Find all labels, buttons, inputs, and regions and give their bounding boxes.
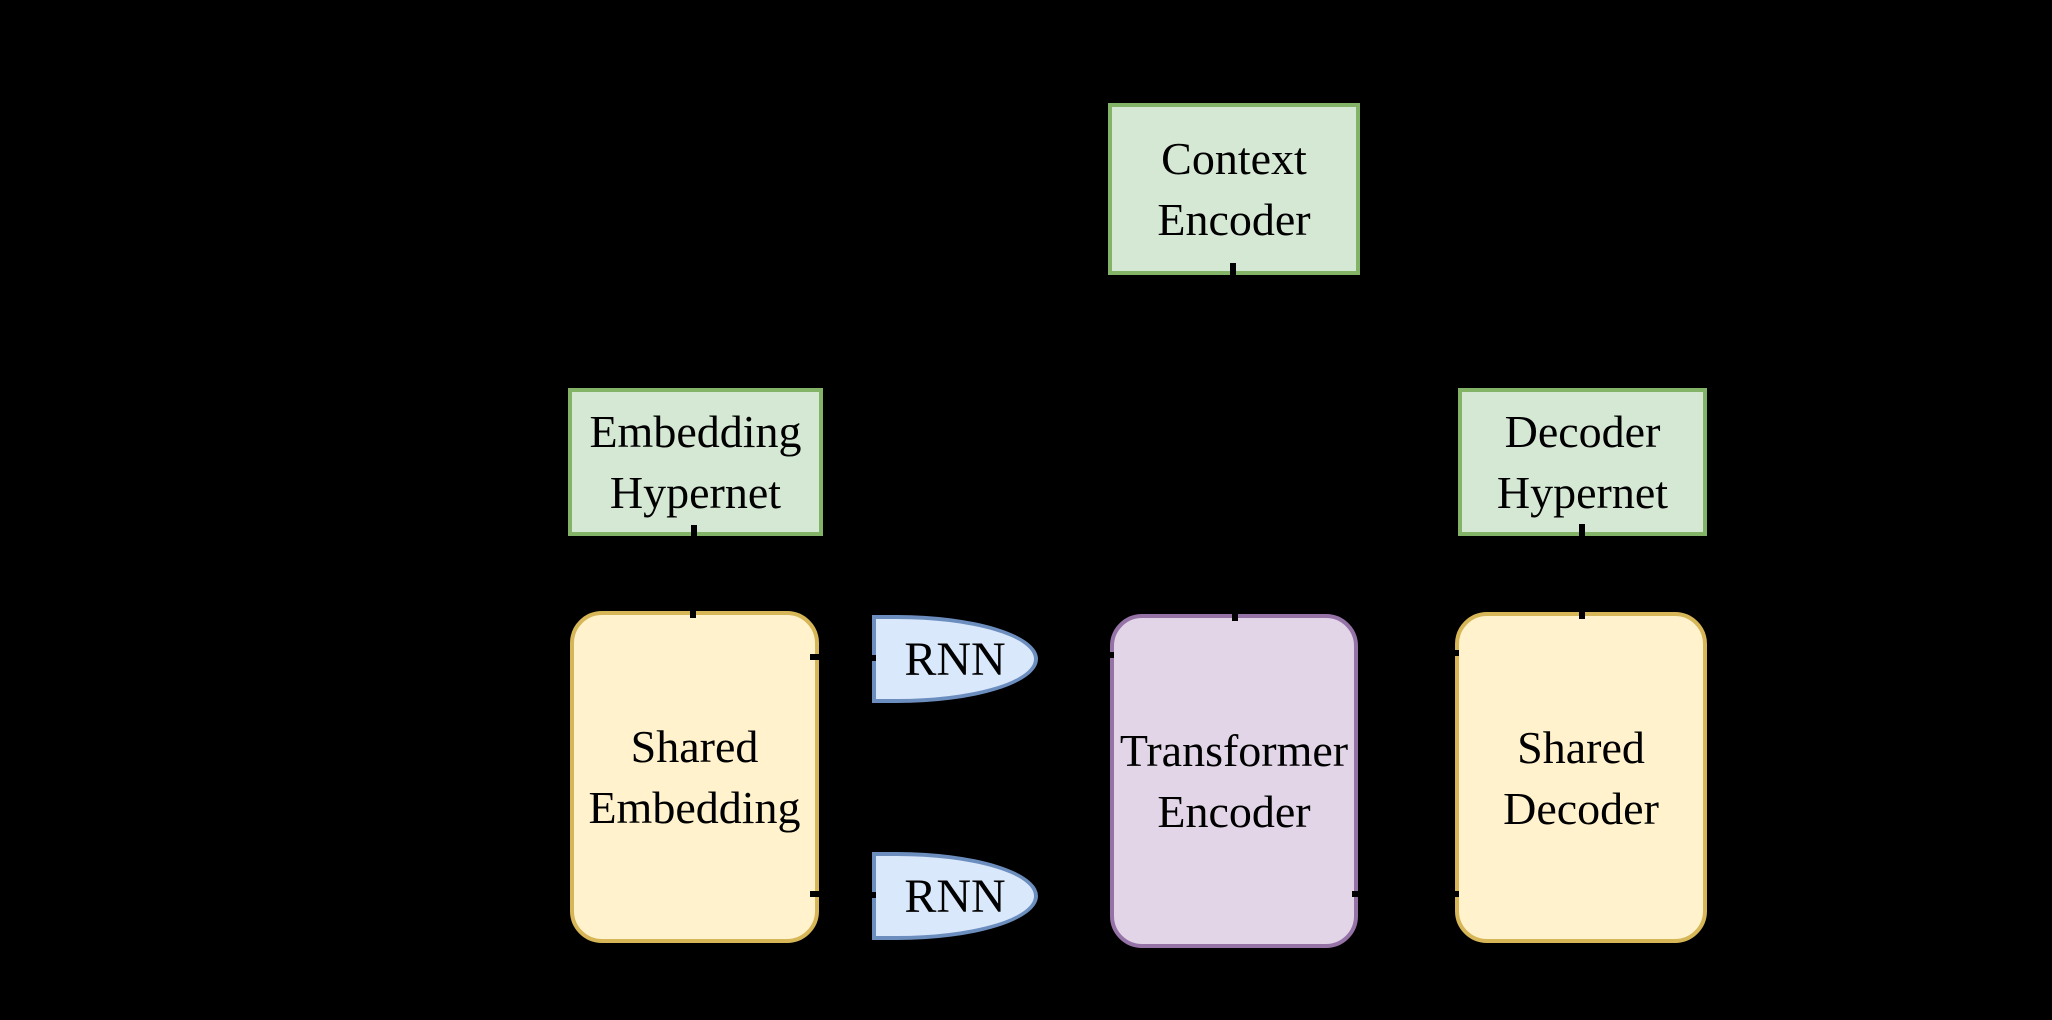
node-label-line: Embedding — [589, 406, 802, 457]
node-context-encoder: Context Encoder — [1108, 103, 1360, 275]
node-rnn-bottom: RNN — [872, 852, 1038, 940]
node-label-line: Decoder — [1504, 406, 1661, 457]
node-transformer-encoder: Transformer Encoder — [1110, 614, 1358, 948]
connector-stub — [810, 654, 822, 660]
connector-stub — [866, 655, 876, 661]
node-shared-decoder: Shared Decoder — [1455, 612, 1707, 943]
connector-stub — [1230, 263, 1236, 277]
connector-stub — [1449, 650, 1459, 656]
node-label-line: Embedding — [588, 782, 801, 833]
node-label-line: RNN — [904, 632, 1006, 686]
node-label-line: Decoder — [1503, 782, 1659, 834]
connector-stub — [866, 892, 876, 898]
connector-stub — [1579, 524, 1585, 538]
connector-stub — [1579, 609, 1585, 619]
node-label-line: Context — [1161, 133, 1307, 184]
node-label-line: Shared — [630, 721, 759, 772]
connector-stub — [810, 891, 822, 897]
node-label-line: Transformer — [1119, 725, 1349, 776]
connector-stub — [1104, 652, 1114, 658]
node-rnn-top: RNN — [872, 615, 1038, 703]
node-label-line: RNN — [904, 869, 1006, 923]
node-embedding-hypernet: Embedding Hypernet — [568, 388, 823, 536]
node-decoder-hypernet: Decoder Hypernet — [1458, 388, 1707, 536]
node-label-line: Hypernet — [609, 467, 782, 518]
node-shared-embedding: Shared Embedding — [570, 611, 819, 943]
connector-stub — [1232, 611, 1238, 621]
node-label-line: Encoder — [1157, 194, 1311, 245]
connector-stub — [1352, 891, 1362, 897]
connector-stub — [690, 608, 696, 618]
node-label-line: Shared — [1517, 721, 1645, 773]
node-label-line: Encoder — [1157, 786, 1311, 837]
connector-stub — [691, 525, 697, 539]
connector-stub — [1449, 891, 1459, 897]
node-label-line: Hypernet — [1496, 467, 1669, 518]
